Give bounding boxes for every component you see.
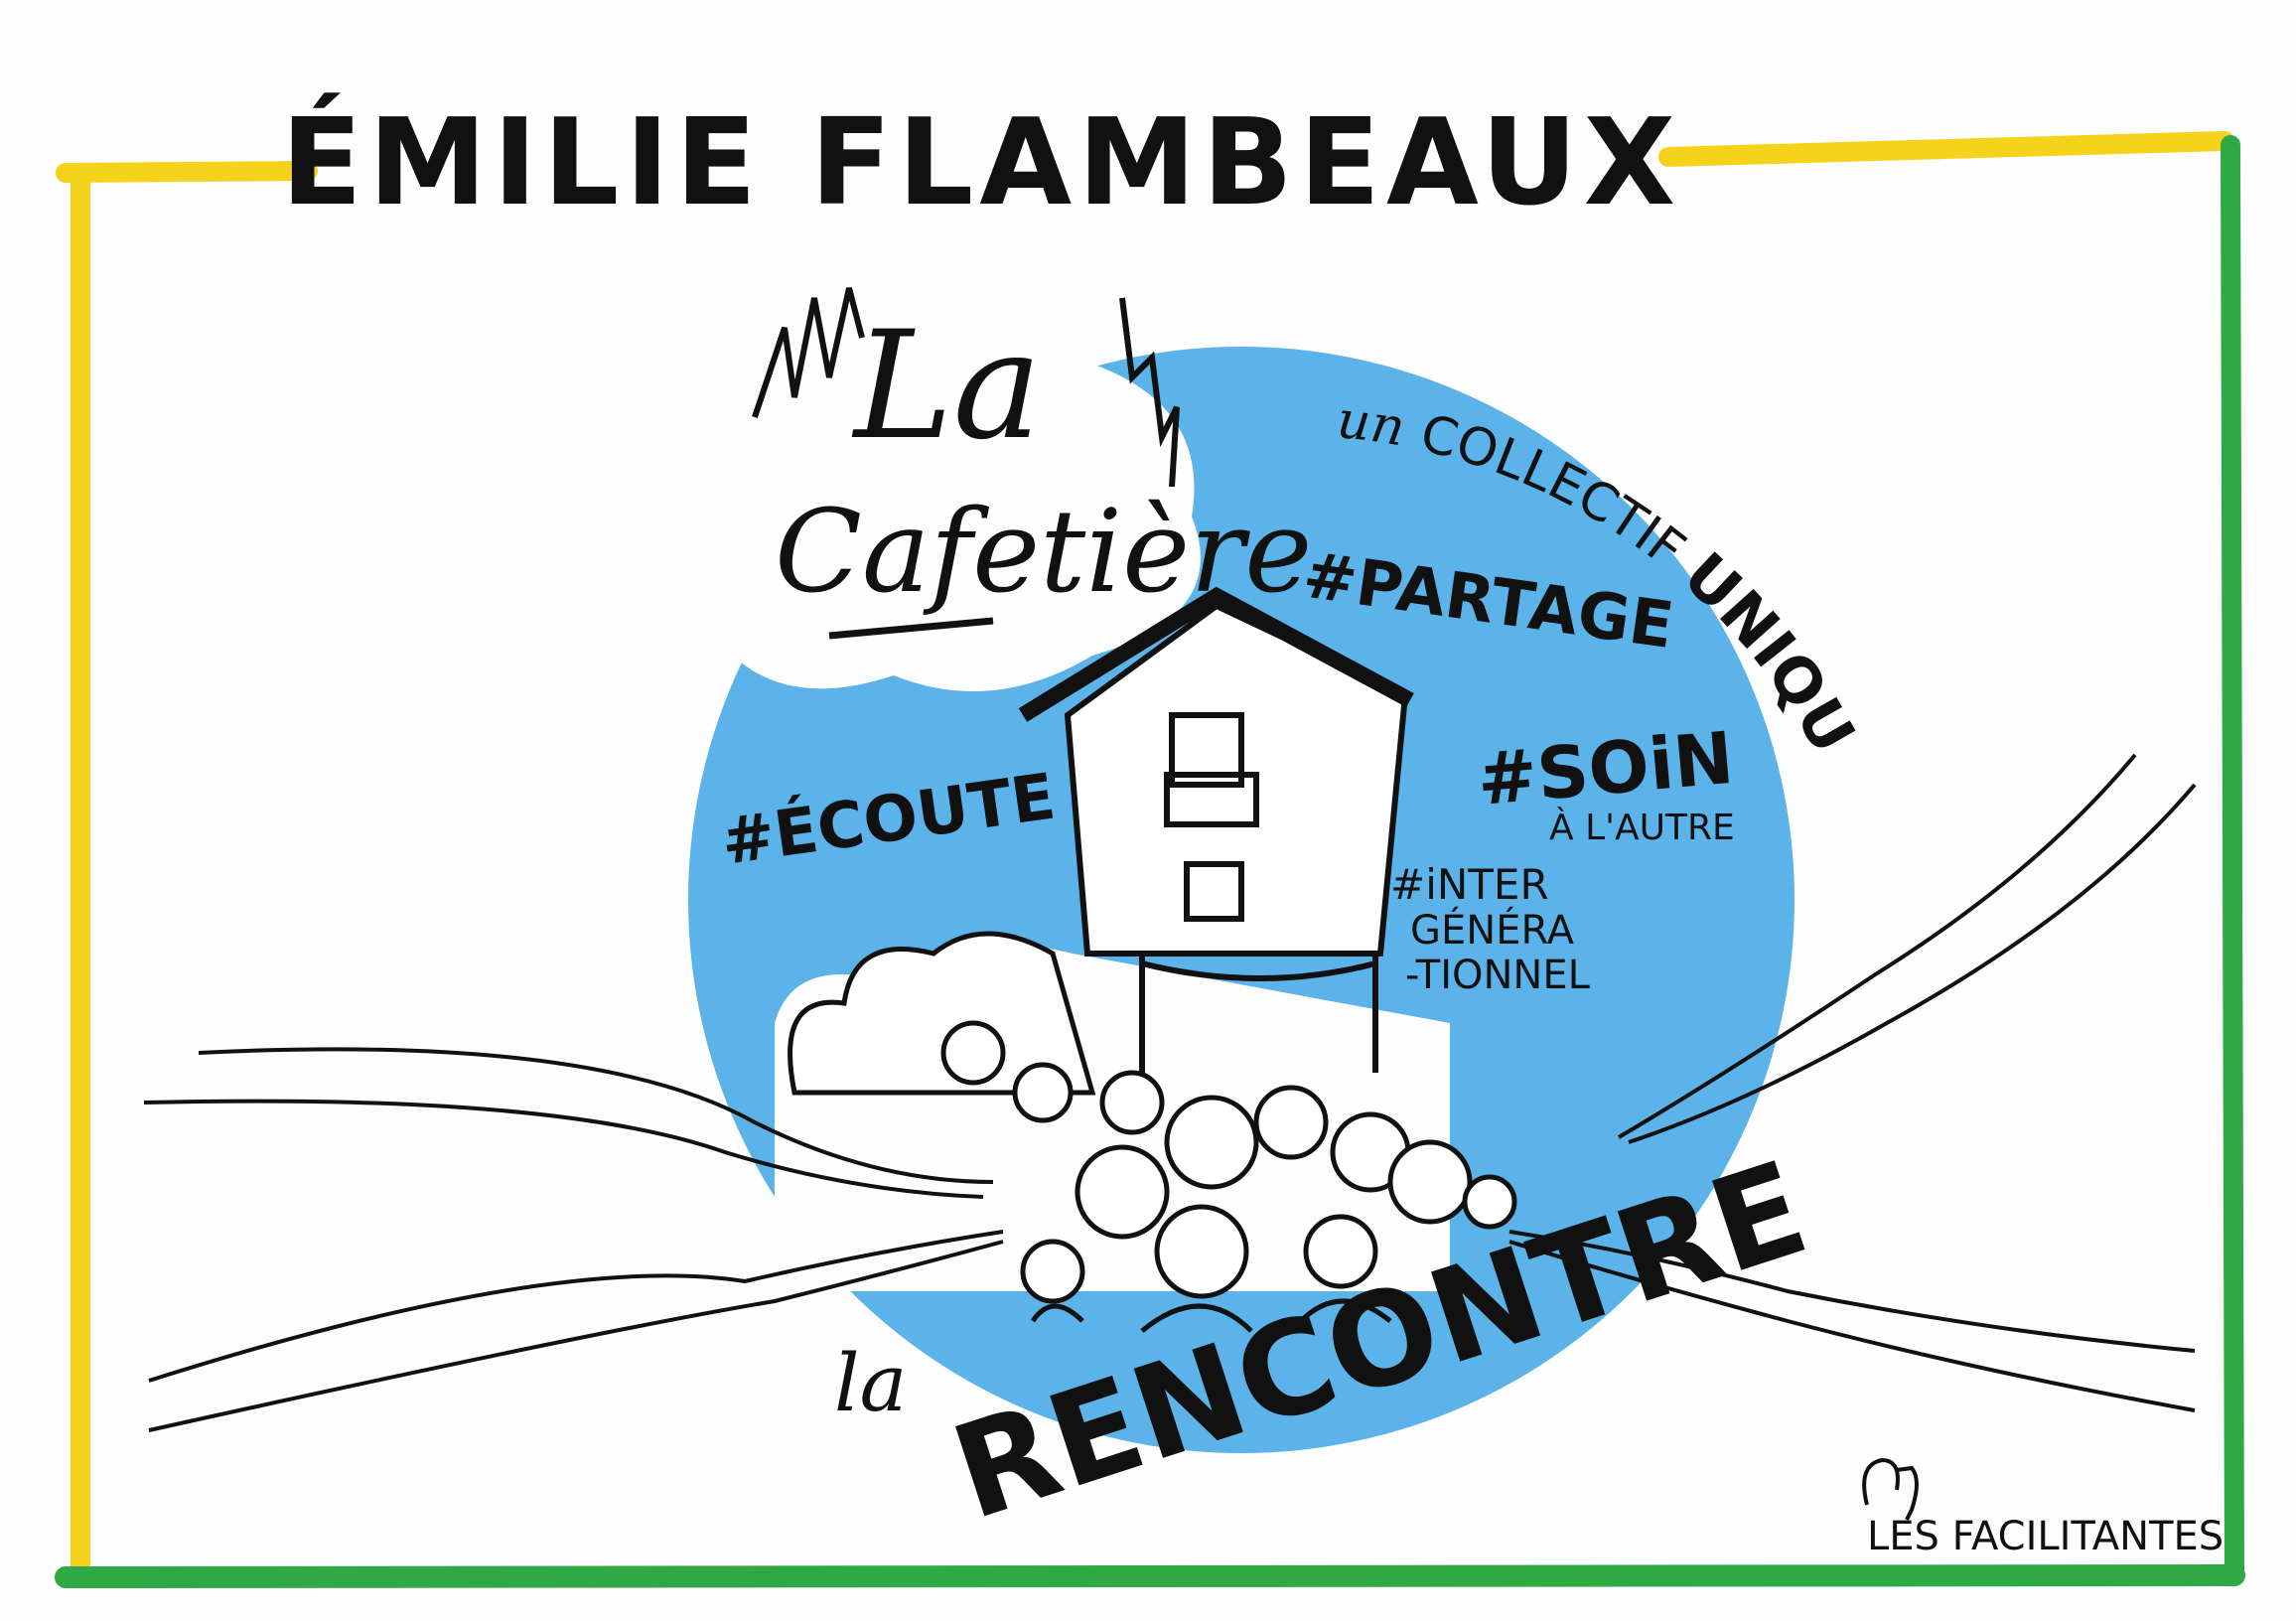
arc-prefix: un [1335, 390, 1409, 458]
hashtag-inter-2: GÉNÉRA [1410, 906, 1575, 954]
frame-yellow-top-right [1658, 131, 2234, 167]
flow-arrows [143, 753, 2197, 1432]
crowd-drawing [788, 931, 1517, 1333]
frame-green-bottom [55, 1564, 2245, 1588]
page-title: ÉMILIE FLAMBEAUX [281, 93, 1681, 232]
sparkle-left-icon [752, 287, 865, 418]
la-cafetiere-logo: La Cafetière [752, 287, 1312, 640]
signature-text: LES FACILITANTES [1867, 1514, 2224, 1559]
hashtag-inter-1: #iNTER [1390, 860, 1549, 909]
hashtag-soin-sub: À L'AUTRE [1549, 807, 1735, 848]
hashtag-inter-3: -TIONNEL [1405, 953, 1591, 998]
frame-yellow-top-left [56, 161, 318, 183]
logo-underline [828, 617, 994, 640]
sparkle-right-icon [1119, 297, 1180, 488]
signature: LES FACILITANTES [1862, 1457, 2224, 1559]
house-drawing [1018, 586, 1414, 1073]
speech-bubbles-icon [1862, 1457, 1919, 1521]
frame [55, 131, 2245, 1588]
frame-green-right [2221, 135, 2244, 1584]
rencontre-article: la [834, 1337, 907, 1429]
logo-line-1: La [851, 300, 1042, 473]
